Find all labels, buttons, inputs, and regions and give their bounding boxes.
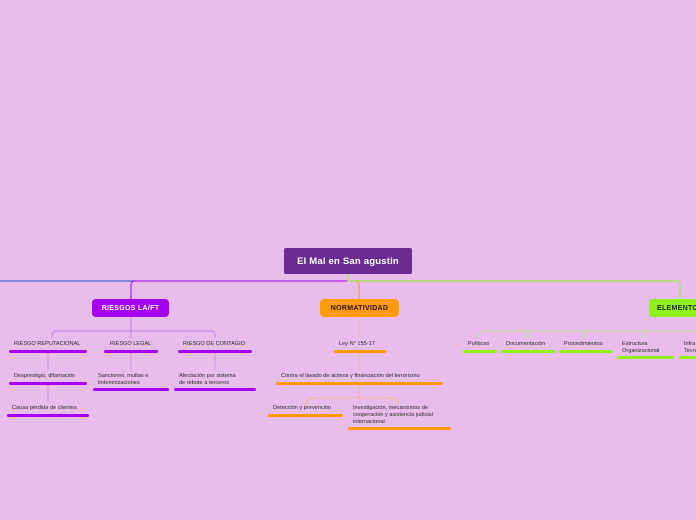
underline [9,382,87,385]
topic-politicas[interactable]: Políticas [468,341,490,347]
underline [276,382,443,385]
branch-elementos[interactable]: ELEMENTOS [649,299,696,317]
underline [178,350,252,353]
underline [174,388,256,391]
topic-ley[interactable]: Ley N° 155-17 [339,341,375,347]
underline [348,427,451,430]
topic-riesgo-contagio[interactable]: RIESGO DE CONTAGIO [183,341,246,347]
connector-elementos-children [478,330,696,339]
topic-afectacion[interactable]: Afectación por sistema de rebote a terce… [179,373,236,386]
root-topic[interactable]: El Mal en San agustin [284,248,412,274]
connector-riesgos-children [51,317,216,339]
topic-desprestigio[interactable]: Desprestigio, difamación [14,373,76,379]
underline [334,350,386,353]
topic-infraestructura[interactable]: Infra Tecn [684,341,696,354]
branch-normatividad[interactable]: NORMATIVIDAD [320,299,399,317]
underline [7,414,89,417]
connector-normatividad [347,274,360,299]
underline [559,350,613,353]
topic-lavado-activos[interactable]: Contra el lavado de activos y financiaci… [281,373,420,379]
topic-sanciones[interactable]: Sanciones, multas e indemnizaciones [98,373,149,386]
underline [501,350,555,353]
connector-riesgos [130,274,349,299]
topic-riesgo-legal[interactable]: RIESGO LEGAL [110,341,152,347]
connector-elementos [347,274,681,299]
topic-estructura[interactable]: Estructura Organizacional [622,341,660,354]
topic-deteccion[interactable]: Detección y prevención [273,405,332,411]
underline [104,350,158,353]
underline [93,388,169,391]
topic-documentacion[interactable]: Documentación [506,341,545,347]
topic-procedimientos[interactable]: Procedimientos [564,341,603,347]
underline [463,350,497,353]
connector-norm-down [304,317,400,409]
underline [617,356,674,359]
topic-riesgo-reputacional[interactable]: RIESGO REPUTACIONAL [14,341,81,347]
underline [268,414,343,417]
underline [679,356,696,359]
branch-riesgos[interactable]: RIESGOS LA/FT [92,299,169,317]
topic-investigacion[interactable]: Investigación, mecanismos de cooperación… [353,405,433,425]
underline [9,350,87,353]
topic-perdida-clientes[interactable]: Causa pérdida de clientes [12,405,77,411]
